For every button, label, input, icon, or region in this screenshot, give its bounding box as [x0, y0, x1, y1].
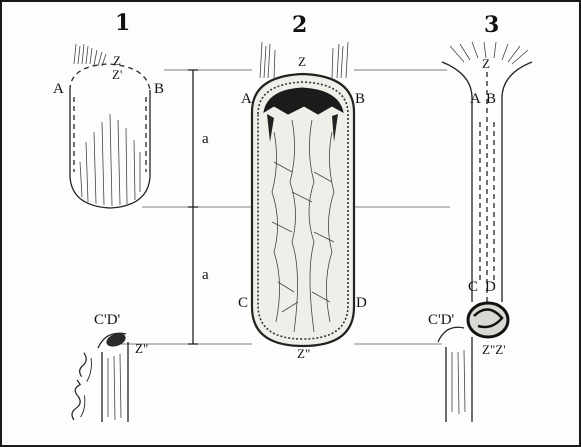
stage-1-number: 1 [115, 10, 130, 36]
dimension-label-a-upper: a [202, 131, 209, 147]
stage-3-number: 3 [484, 12, 499, 38]
stage-1-dashed-cap [70, 64, 150, 90]
club-hair-label-z-double-prime: Z" [135, 341, 148, 356]
club-hair-label-cd-prime: C'D' [94, 312, 121, 328]
stage-2-number: 2 [292, 12, 307, 38]
stage-1-fibres [80, 114, 140, 206]
stage-3-label-d: D [485, 279, 496, 295]
stage-1-hair-shaft-top [74, 44, 106, 66]
stage-1-label-a: A [53, 81, 64, 97]
stage-1-label-b: B [154, 81, 164, 97]
stage-1-inner-dash [74, 97, 146, 172]
stage-1-label-z-prime: Z' [112, 67, 122, 82]
club-hair-drawing [98, 331, 128, 422]
stage-3-label-c: C [468, 279, 478, 295]
stage-3-label-cd-prime: C'D' [428, 312, 455, 328]
stage-2-label-z: Z [298, 54, 306, 69]
stage-3-lower-fibres [452, 350, 465, 414]
stage-3-label-z: Z [482, 56, 490, 71]
stage-3-label-a: A [470, 91, 481, 107]
stage-2-label-c: C [238, 295, 248, 311]
stage-3-club-bulb [468, 303, 508, 337]
stage-3-label-z-marks: Z"Z' [482, 342, 506, 357]
stage-2-label-a: A [241, 91, 252, 107]
stage-1-label-z: Z [113, 53, 121, 68]
stage-2-label-d: D [356, 295, 367, 311]
stage-3-label-b: B [486, 91, 496, 107]
stage-2-label-z-double-prime: Z" [297, 346, 310, 361]
stage-2-label-b: B [355, 91, 365, 107]
artist-signature [70, 352, 94, 421]
stage-3-lower-shaft [438, 327, 472, 422]
dimension-label-a-lower: a [202, 267, 209, 283]
dimension-bracket [188, 70, 198, 344]
